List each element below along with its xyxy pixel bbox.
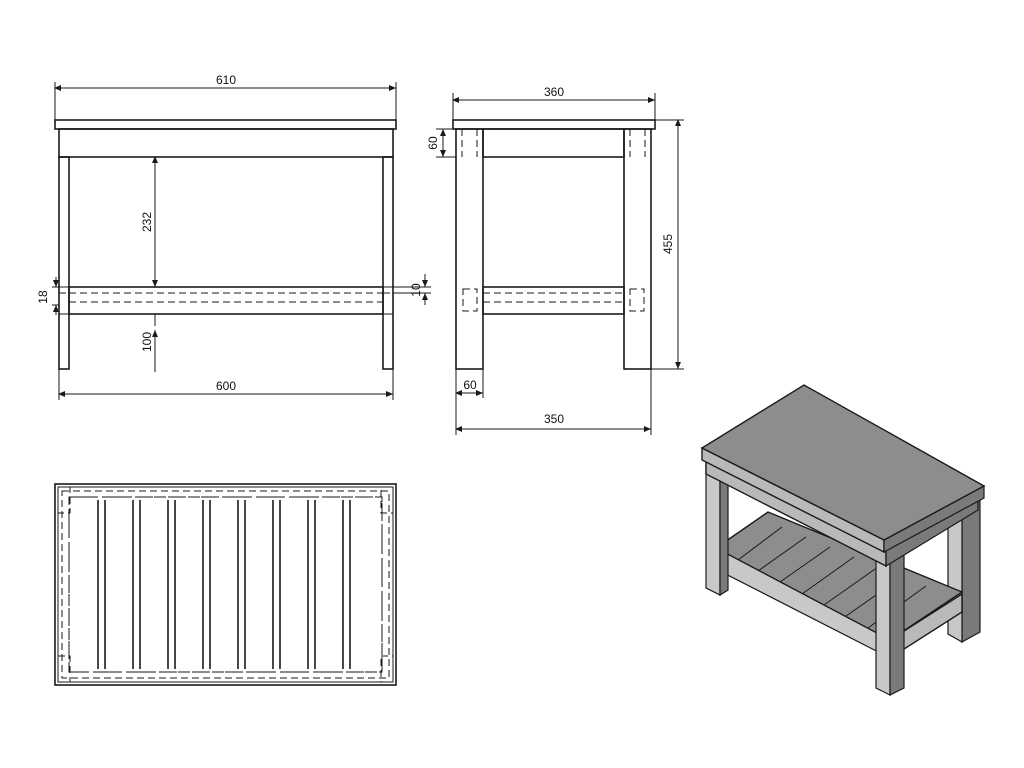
dim-side-top-thickness: 60 [426,136,440,150]
dim-front-shelf-offset: 10 [409,283,423,297]
dim-front-shelf-height: 100 [140,332,154,352]
dim-front-shelf-thickness: 18 [36,290,50,304]
dim-side-leg-width: 60 [463,378,477,392]
shelf-slats [97,500,351,669]
front-view: 610 232 100 18 10 600 [36,73,431,400]
dim-side-total-height: 455 [661,234,675,254]
dim-front-top-width: 610 [216,73,236,87]
dim-front-shelf-gap: 232 [140,212,154,232]
dim-side-top-depth: 360 [544,85,564,99]
side-view: 360 60 455 60 350 [426,85,684,435]
isometric-view [700,384,986,696]
dim-side-bottom-depth: 350 [544,412,564,426]
top-view [54,483,397,686]
dim-front-bottom-width: 600 [216,379,236,393]
